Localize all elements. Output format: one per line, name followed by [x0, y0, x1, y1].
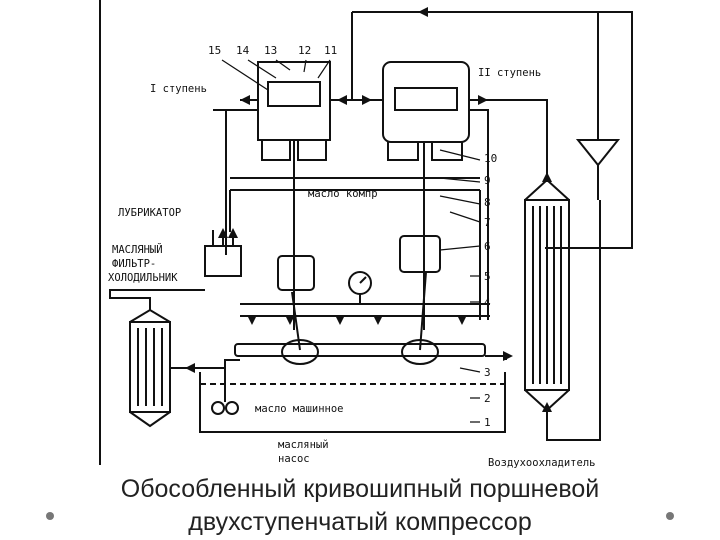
callout-6: 6	[484, 240, 491, 253]
callout-4: 4	[484, 296, 491, 309]
discharge-pipe	[352, 11, 633, 249]
callout-10: 10	[484, 152, 497, 165]
crosshead-1	[277, 255, 315, 291]
machine-oil-label: масло машинное	[255, 403, 344, 415]
callout-9: 9	[484, 174, 491, 187]
side-callouts: 10 9 8 7 6 5 4 3 2 1	[484, 152, 497, 429]
callout-13: 13	[264, 44, 277, 57]
caption-line-1: Обособленный кривошипный поршневой	[120, 475, 600, 503]
oil-pump-label-1: масляный	[278, 439, 329, 451]
stage2-label: II ступень	[478, 67, 541, 79]
stage2-cylinder	[382, 61, 470, 143]
callout-5: 5	[484, 270, 491, 283]
water-spray	[575, 139, 621, 167]
slide-bullet-left	[46, 512, 54, 520]
lubricator	[204, 245, 242, 277]
oil-filter-label-1: МАСЛЯНЫЙ	[112, 243, 163, 256]
oil-pump-rotor-b	[225, 401, 239, 415]
oil-filter-label-2: ФИЛЬТР-	[112, 258, 156, 270]
callout-3: 3	[484, 366, 491, 379]
lubricator-label: ЛУБРИКАТОР	[118, 207, 181, 219]
callout-14: 14	[236, 44, 250, 57]
oil-pump-rotor-a	[211, 401, 225, 415]
oil-filter-label-3: ХОЛОДИЛЬНИК	[108, 272, 178, 284]
top-callouts: 15 14 13 12 11	[208, 44, 337, 57]
oil-pump-label-2: насос	[278, 453, 310, 465]
callout-11: 11	[324, 44, 337, 57]
callout-8: 8	[484, 196, 491, 209]
callout-2: 2	[484, 392, 491, 405]
callout-12: 12	[298, 44, 311, 57]
callout-15: 15	[208, 44, 221, 57]
callout-7: 7	[484, 216, 491, 229]
crosshead-frame	[229, 177, 481, 320]
callout-1: 1	[484, 416, 491, 429]
stage1-label: I ступень	[150, 83, 207, 95]
air-cooler	[524, 199, 570, 391]
crankshaft	[234, 343, 486, 357]
crosshead-2	[399, 235, 441, 273]
compressor-oil-label: масло компр	[308, 188, 378, 200]
oil-filter-cooler	[129, 321, 171, 413]
slide-bullet-right	[666, 512, 674, 520]
crankcase-top	[240, 303, 490, 317]
air-cooler-label: Воздухоохладитель	[488, 457, 595, 469]
oil-sump	[199, 372, 506, 433]
connecting-rod-2	[419, 271, 427, 351]
caption-line-2: двухступенчатый компрессор	[188, 508, 532, 536]
